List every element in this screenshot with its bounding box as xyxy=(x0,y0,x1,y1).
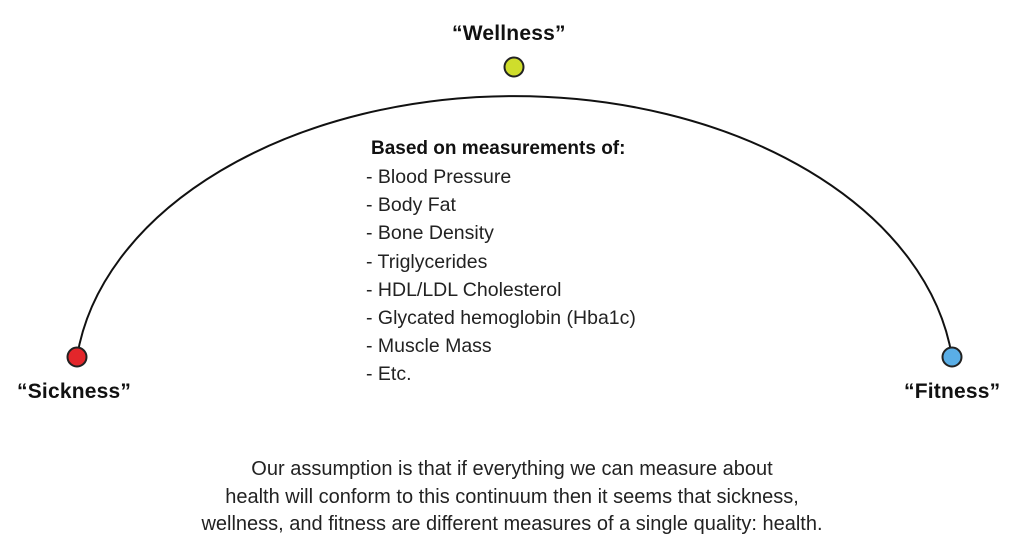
measurement-item: - Triglycerides xyxy=(366,250,488,273)
caption: Our assumption is that if everything we … xyxy=(0,456,1024,539)
caption-line: health will conform to this continuum th… xyxy=(225,485,799,508)
measurement-item: - Blood Pressure xyxy=(366,166,512,188)
measurement-item: - Muscle Mass xyxy=(366,335,492,358)
wellness-label: “Wellness” xyxy=(452,22,566,45)
fitness-node-dot xyxy=(941,346,963,368)
measurement-item: - Glycated hemoglobin (Hba1c) xyxy=(366,307,636,330)
measurement-item: - HDL/LDL Cholesterol xyxy=(366,278,562,301)
measurements-heading: Based on measurements of: xyxy=(371,138,626,159)
measurements-box: Based on measurements of: - Blood Pressu… xyxy=(366,138,636,389)
sickness-label: “Sickness” xyxy=(17,380,132,403)
fitness-label: “Fitness” xyxy=(904,380,1001,403)
measurement-item: - Etc. xyxy=(366,363,412,386)
measurement-item: - Body Fat xyxy=(366,194,456,217)
wellness-node-dot xyxy=(503,56,525,78)
measurements-list: - Blood Pressure - Body Fat - Bone Densi… xyxy=(366,163,636,389)
caption-line: Our assumption is that if everything we … xyxy=(251,458,773,480)
measurement-item: - Bone Density xyxy=(366,222,494,245)
caption-line: wellness, and fitness are different meas… xyxy=(201,513,823,535)
sickness-node-dot xyxy=(66,346,88,368)
